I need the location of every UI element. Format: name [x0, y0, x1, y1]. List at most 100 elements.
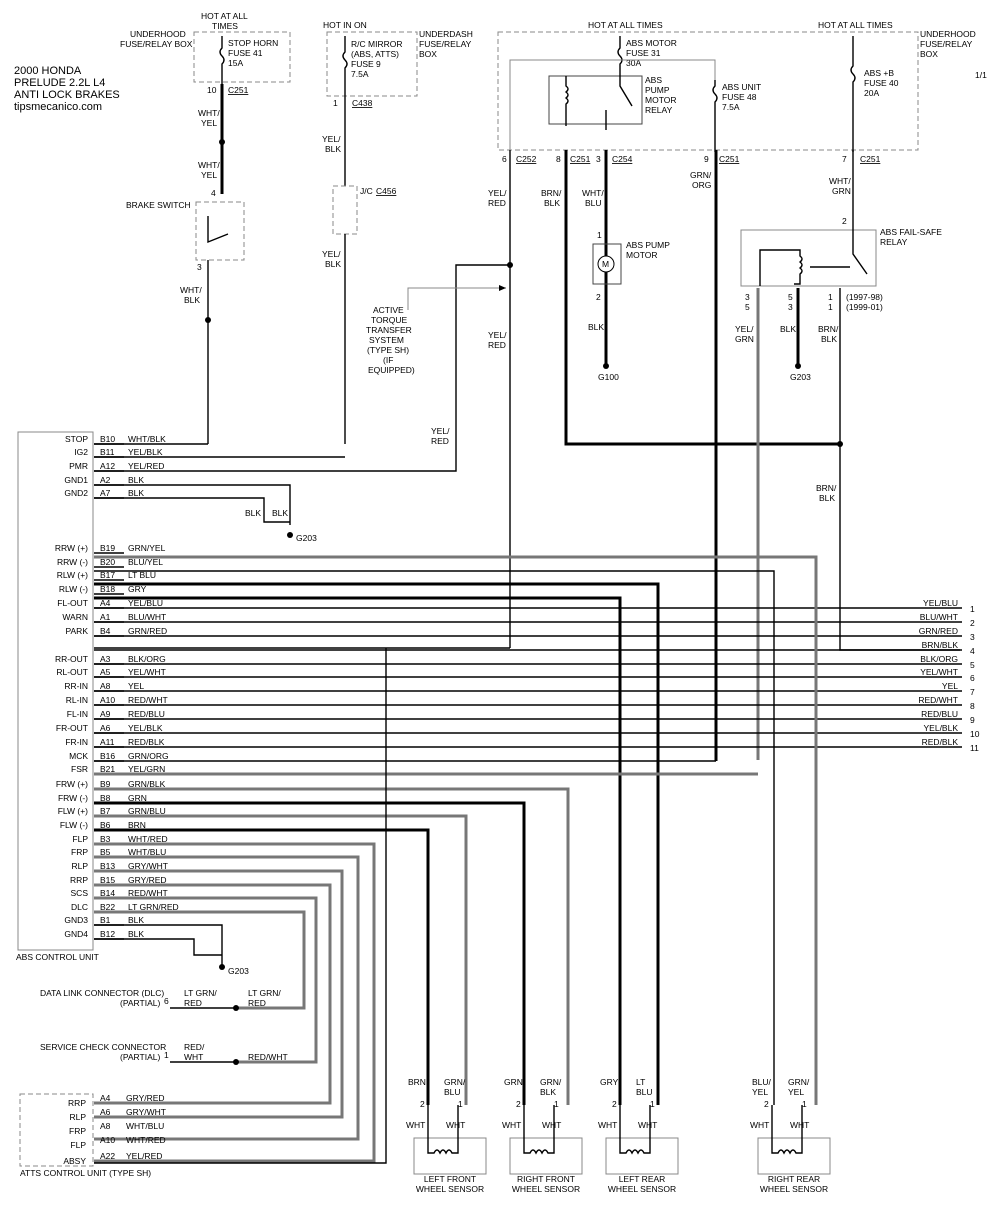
connector-c438: C438	[352, 98, 373, 108]
ground-wires	[94, 484, 291, 525]
sensor-box	[413, 1137, 487, 1175]
atts-arrow-line	[407, 287, 506, 310]
abs-pin-number: B3	[100, 834, 111, 844]
abs-pin-wire: RED/WHT	[128, 888, 168, 898]
underhood-right-label-2: FUSE/RELAY	[920, 39, 973, 49]
underdash-label-2: FUSE/RELAY	[419, 39, 472, 49]
pin-number: 5	[745, 302, 750, 312]
wire-label: YEL/	[488, 188, 507, 198]
sensor-name: LEFT FRONT	[424, 1174, 476, 1184]
abs-pin-wire: GRN/RED	[128, 626, 167, 636]
pin-number: 1	[802, 1099, 807, 1109]
abs-pin-name: GND2	[64, 488, 88, 498]
abs-pin-wire: BLK	[128, 929, 144, 939]
abs-pin-name: PMR	[69, 461, 88, 471]
output-number: 6	[970, 673, 975, 683]
output-number: 5	[970, 660, 975, 670]
output-number: 8	[970, 701, 975, 711]
arrow-head	[499, 285, 506, 291]
abs-pin-wire: BLK	[128, 915, 144, 925]
fuses: STOP HORN FUSE 41 15A R/C MIRROR (ABS, A…	[219, 36, 899, 152]
abs-pin-wire: GRN/BLU	[128, 806, 166, 816]
pin-number: 1	[458, 1099, 463, 1109]
sensor-coil	[771, 1105, 803, 1155]
ground-wires-2	[94, 924, 223, 967]
wire-label: YEL/	[735, 324, 754, 334]
atts-pin-wire: YEL/RED	[126, 1151, 162, 1161]
mid-wires: YEL/ RED YEL/ RED YEL/ RED ACTIVE TORQUE…	[94, 150, 854, 761]
atts-pin-name: RRP	[68, 1098, 86, 1108]
pump-motor-label: MOTOR	[626, 250, 657, 260]
wire-label: YEL/	[431, 426, 450, 436]
abs-pin-number: A2	[100, 475, 111, 485]
output-wire-label: BLK/ORG	[920, 654, 958, 664]
hot-label-2: HOT AT ALL TIMES	[588, 20, 663, 30]
fuse-label: STOP HORN	[228, 38, 278, 48]
title-line3: ANTI LOCK BRAKES	[14, 89, 120, 101]
fuse-label: ABS MOTOR	[626, 38, 677, 48]
atts-text: EQUIPPED)	[368, 365, 415, 375]
abs-pin-wire: YEL/BLU	[128, 598, 163, 608]
abs-pin-number: B15	[100, 875, 115, 885]
wire-flw-plus	[94, 814, 468, 1105]
abs-pin-name: RRW (-)	[57, 557, 88, 567]
fuse-label: (ABS, ATTS)	[351, 49, 399, 59]
pin-number: 3	[788, 302, 793, 312]
hot-label-1a: HOT AT ALL	[201, 11, 248, 21]
atts-pin-number: A22	[100, 1151, 115, 1161]
abs-pin-name: RR-OUT	[55, 654, 88, 664]
abs-pin-wire: GRN/BLK	[128, 779, 166, 789]
connector-c251: C251	[719, 154, 740, 164]
wire-pmr	[94, 264, 510, 472]
pin-number: 1	[164, 1050, 169, 1060]
wire-flw-minus	[94, 828, 430, 1105]
pin-number: 2	[516, 1099, 521, 1109]
stop-horn-fuse	[219, 36, 225, 84]
abs-pin-number: B11	[100, 447, 115, 457]
wire-label: RED	[488, 340, 506, 350]
abs-pin-wire: RED/WHT	[128, 695, 168, 705]
abs-pin-name: FR-IN	[65, 737, 88, 747]
atts-pin-name: RLP	[69, 1112, 86, 1122]
atts-text: TORQUE	[371, 315, 408, 325]
atts-pin-wire: WHT/BLU	[126, 1121, 164, 1131]
fuse-label: R/C MIRROR	[351, 39, 402, 49]
relay-coil	[564, 76, 569, 126]
atts-pin-name: ABSY	[63, 1156, 86, 1166]
output-wire-label: BLU/WHT	[920, 612, 958, 622]
atts-text: SYSTEM	[369, 335, 404, 345]
wire-rlw-plus	[94, 582, 660, 1105]
abs-motor-fuse	[617, 36, 623, 74]
ground-g203: G203	[228, 966, 249, 976]
output-wire-label: BRN/BLK	[922, 640, 959, 650]
title-source: tipsmecanico.com	[14, 101, 102, 113]
abs-pin-name: RLW (+)	[57, 570, 88, 580]
abs-pin-number: B21	[100, 764, 115, 774]
pin-number: 10	[207, 85, 217, 95]
year-label: (1999-01)	[846, 302, 883, 312]
atts-pin-wire: GRY/RED	[126, 1093, 165, 1103]
output-number: 11	[970, 743, 979, 753]
wire-label: BLK	[780, 324, 796, 334]
atts-pin-number: A6	[100, 1107, 111, 1117]
abs-pin-number: A3	[100, 654, 111, 664]
abs-pin-wire: BLU/WHT	[128, 612, 166, 622]
abs-pin-wire: RED/BLU	[128, 709, 165, 719]
wire-label: BLK	[325, 144, 341, 154]
abs-pin-name: FL-OUT	[57, 598, 88, 608]
abs-pin-wire: GRY/WHT	[128, 861, 168, 871]
abs-pin-name: RLW (-)	[59, 584, 88, 594]
pin-number: 3	[197, 262, 202, 272]
pin-number: 9	[704, 154, 709, 164]
wire-label: BLK	[544, 198, 560, 208]
abs-pin-number: A4	[100, 598, 111, 608]
wire-label: GRN/	[690, 170, 712, 180]
power-labels: HOT AT ALL TIMES HOT IN ON HOT AT ALL TI…	[201, 11, 893, 31]
fuse-box-labels: UNDERHOOD FUSE/RELAY BOX UNDERDASH FUSE/…	[120, 29, 976, 59]
underdash-label-1: UNDERDASH	[419, 29, 473, 39]
jc-label: J/C	[360, 186, 373, 196]
wire-label: YEL	[201, 170, 217, 180]
abs-pin-number: B5	[100, 847, 111, 857]
wire-rlp	[94, 869, 344, 1119]
